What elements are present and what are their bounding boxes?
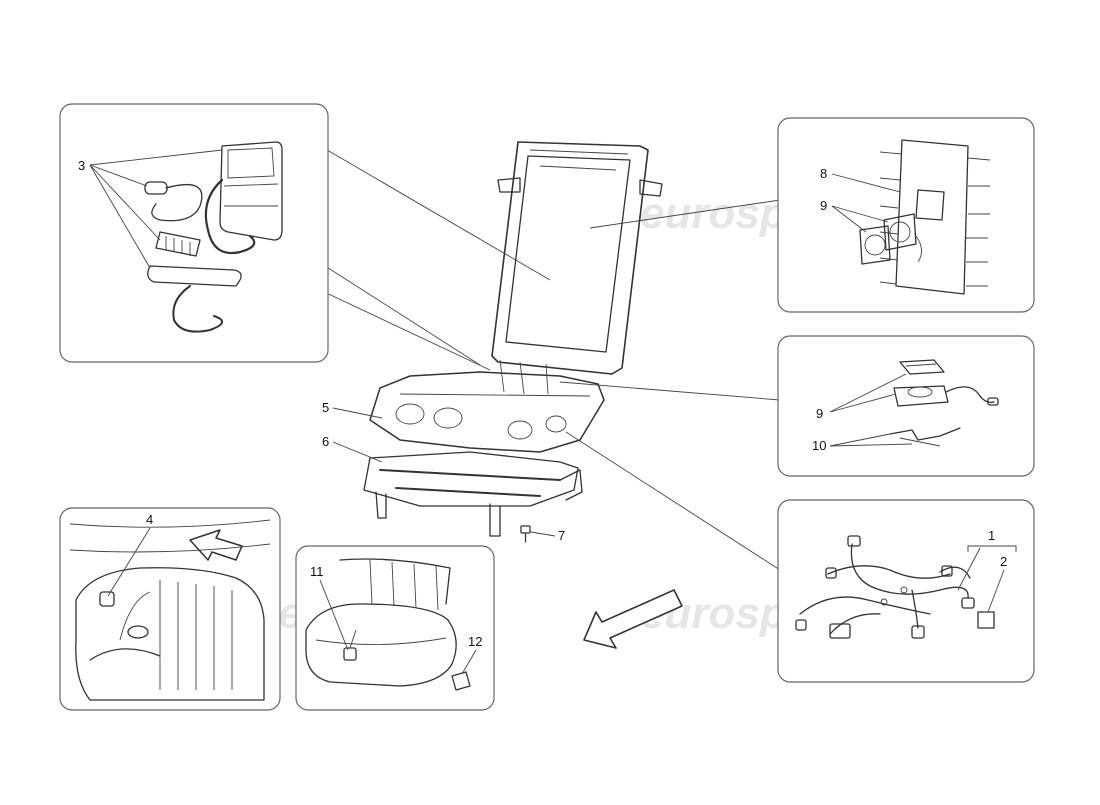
- connector-block-part: [155, 231, 201, 257]
- fan-unit-part: [859, 189, 945, 265]
- panel-frame: [777, 499, 1035, 683]
- harness-connector-part: [977, 611, 995, 629]
- callout-2: 2: [1000, 554, 1007, 569]
- occupancy-mat-part: [147, 265, 242, 333]
- callout-9-top: 9: [820, 198, 827, 213]
- callout-11: 11: [310, 564, 324, 579]
- seat-rails-part: [363, 451, 583, 537]
- seat-belt-buckle-part: [343, 629, 357, 661]
- panel-wiring-harness: 1 2: [777, 499, 1035, 683]
- direction-arrow-icon: [189, 529, 243, 561]
- callout-7: 7: [558, 528, 565, 543]
- panel-door-switch: 4: [59, 507, 281, 711]
- side-switch-part: [451, 671, 471, 691]
- backrest-frame-part: [491, 141, 663, 375]
- mounting-bracket-part: [889, 427, 961, 447]
- callout-8: 8: [820, 166, 827, 181]
- callout-10: 10: [812, 438, 826, 453]
- seat-frame-assembly: 5 6 7: [322, 141, 663, 543]
- panel-backrest-ventilation: 8 9: [777, 117, 1035, 313]
- panel-leaders: [299, 139, 781, 571]
- airbag-cushion-part: [204, 141, 283, 255]
- panel-cushion-ventilation: 9 10: [777, 335, 1035, 477]
- sensor-cable-part: [144, 181, 203, 222]
- callout-1: 1: [988, 528, 995, 543]
- bolt-part: [520, 525, 531, 543]
- callout-6: 6: [322, 434, 329, 449]
- callout-12: 12: [468, 634, 482, 649]
- rear-seat-part: [305, 558, 457, 687]
- panel-frame: [295, 545, 495, 711]
- panel-frame: [59, 507, 281, 711]
- callout-4: 4: [146, 512, 153, 527]
- callout-3: 3: [78, 158, 85, 173]
- panel-frame: [59, 103, 329, 363]
- panel-rear-seat: 11 12: [295, 545, 495, 711]
- front-direction-arrow-icon: [583, 589, 683, 649]
- fan-cover-part: [899, 359, 945, 375]
- cushion-fan-part: [893, 385, 999, 407]
- callout-5: 5: [322, 400, 329, 415]
- seat-switch-part: [99, 591, 149, 639]
- ventilation-mat-part: [879, 139, 991, 295]
- door-trim-part: [69, 519, 271, 701]
- wiring-harness-part: [795, 535, 975, 639]
- panel-airbag-kit: 3: [59, 103, 329, 363]
- callout-9-mid: 9: [816, 406, 823, 421]
- seat-pan-part: [369, 359, 605, 453]
- bracket-1: [967, 545, 1017, 552]
